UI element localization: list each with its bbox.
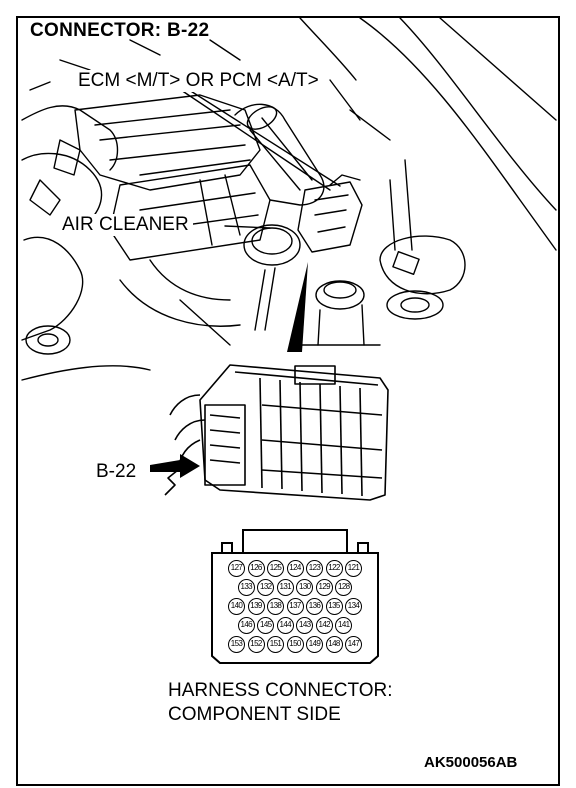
connector-pin: 150 — [286, 636, 304, 653]
connector-pin: 135 — [325, 598, 343, 615]
connector-pin: 123 — [306, 560, 323, 577]
connector-pin: 152 — [247, 636, 265, 653]
connector-pin: 153 — [228, 636, 245, 653]
ecm-label: ECM <M/T> OR PCM <A/T> — [74, 70, 323, 92]
connector-pin: 134 — [345, 598, 362, 615]
connector-pin: 121 — [345, 560, 362, 577]
connector-pin: 149 — [306, 636, 323, 653]
connector-pin: 146 — [237, 617, 255, 634]
connector-pin: 137 — [286, 598, 304, 615]
connector-pin: 130 — [296, 579, 314, 596]
connector-pin: 132 — [257, 579, 275, 596]
connector-pin: 143 — [296, 617, 314, 634]
connector-pin: 127 — [228, 560, 245, 577]
connector-pin: 148 — [325, 636, 343, 653]
harness-caption-line1: HARNESS CONNECTOR: — [168, 680, 393, 701]
harness-caption-line2: COMPONENT SIDE — [168, 704, 341, 725]
page-title: CONNECTOR: B-22 — [30, 20, 210, 41]
connector-pin: 145 — [257, 617, 275, 634]
figure-code: AK500056AB — [424, 754, 518, 771]
connector-pin: 125 — [267, 560, 284, 577]
connector-pin: 144 — [276, 617, 294, 634]
connector-pin: 147 — [345, 636, 362, 653]
connector-id-label: B-22 — [96, 461, 137, 482]
connector-pin: 131 — [276, 579, 294, 596]
connector-pin: 136 — [306, 598, 323, 615]
connector-pin: 151 — [267, 636, 284, 653]
connector-pin: 128 — [335, 579, 353, 596]
connector-pin: 141 — [335, 617, 353, 634]
connector-pin: 129 — [315, 579, 333, 596]
connector-pin: 138 — [267, 598, 284, 615]
connector-pin: 122 — [325, 560, 343, 577]
connector-pin: 140 — [228, 598, 245, 615]
connector-pin: 124 — [286, 560, 304, 577]
connector-pin: 139 — [247, 598, 265, 615]
connector-pin: 133 — [237, 579, 255, 596]
air-cleaner-label: AIR CLEANER — [58, 214, 193, 236]
connector-pin: 142 — [315, 617, 333, 634]
connector-pin: 126 — [247, 560, 265, 577]
